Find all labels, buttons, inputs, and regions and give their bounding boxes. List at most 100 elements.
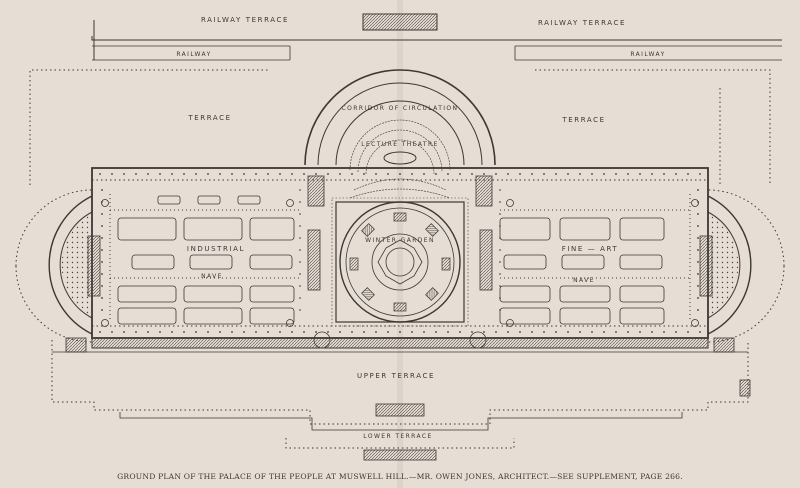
column-dot (499, 297, 501, 299)
column-dot (697, 237, 699, 239)
column-dot (339, 173, 341, 175)
column-dot (495, 331, 497, 333)
column-dot (101, 213, 103, 215)
column-dot (299, 285, 301, 287)
column-dot (101, 285, 103, 287)
column-dot (663, 173, 665, 175)
lecture-theatre-stage (383, 151, 417, 165)
column-dot (697, 213, 699, 215)
column-dot (499, 189, 501, 191)
column-dot (299, 225, 301, 227)
fountain-circle (691, 199, 699, 207)
column-dot (639, 173, 641, 175)
label-terrace-right: TERRACE (561, 116, 605, 124)
column-dot (101, 189, 103, 191)
column-dot (699, 173, 701, 175)
column-dot (697, 249, 699, 251)
label-lower-terrace: LOWER TERRACE (363, 433, 432, 440)
column-dot (603, 173, 605, 175)
column-dot (459, 173, 461, 175)
column-dot (183, 173, 185, 175)
left-apse (48, 195, 93, 335)
column-dot (687, 331, 689, 333)
column-dot (279, 331, 281, 333)
railway-entrance-block (362, 13, 438, 31)
winter-garden-circle (339, 201, 461, 323)
column-dot (299, 297, 301, 299)
column-dot (171, 331, 173, 333)
terrace-right-boundary (535, 69, 771, 185)
label-fine-art: FINE — ART (562, 245, 619, 253)
column-dot (243, 173, 245, 175)
column-dot (459, 331, 461, 333)
column-dot (627, 331, 629, 333)
column-dot (255, 331, 257, 333)
column-dot (207, 331, 209, 333)
column-dot (471, 331, 473, 333)
column-dots (99, 173, 701, 333)
label-terrace-left: TERRACE (187, 114, 231, 122)
column-dot (567, 173, 569, 175)
column-dot (675, 331, 677, 333)
column-dot (147, 331, 149, 333)
column-dot (531, 331, 533, 333)
column-dot (697, 285, 699, 287)
label-industrial-nave: NAVE (201, 273, 223, 280)
plan-lines (15, 13, 785, 461)
column-dot (99, 331, 101, 333)
column-dot (303, 331, 305, 333)
column-dot (423, 331, 425, 333)
column-dot (303, 173, 305, 175)
column-dot (423, 173, 425, 175)
column-dot (99, 173, 101, 175)
column-dot (567, 331, 569, 333)
column-dot (375, 173, 377, 175)
column-dot (299, 237, 301, 239)
column-dot (435, 331, 437, 333)
column-dot (101, 309, 103, 311)
column-dot (195, 331, 197, 333)
column-dot (159, 331, 161, 333)
column-dot (387, 173, 389, 175)
column-dot (111, 331, 113, 333)
column-dot (327, 331, 329, 333)
column-dot (615, 173, 617, 175)
label-upper-terrace: UPPER TERRACE (357, 372, 435, 380)
column-dot (243, 331, 245, 333)
column-dot (123, 331, 125, 333)
column-dot (697, 273, 699, 275)
column-dot (675, 173, 677, 175)
column-dot (495, 173, 497, 175)
column-dot (699, 331, 701, 333)
column-dot (279, 173, 281, 175)
fountain-circle (101, 319, 109, 327)
column-dot (697, 297, 699, 299)
column-dot (291, 331, 293, 333)
label-railway-terrace-left: RAILWAY TERRACE (201, 16, 289, 24)
fountain-circle (506, 319, 514, 327)
column-dot (147, 173, 149, 175)
column-dot (651, 173, 653, 175)
column-dot (299, 309, 301, 311)
column-dot (591, 173, 593, 175)
column-dot (315, 173, 317, 175)
column-dot (531, 173, 533, 175)
column-dot (101, 273, 103, 275)
fountain-circle (286, 199, 294, 207)
column-dot (615, 331, 617, 333)
column-dot (135, 173, 137, 175)
fountain-circle (101, 199, 109, 207)
fine-art-nave-panels (499, 217, 665, 325)
plate-caption: GROUND PLAN OF THE PALACE OF THE PEOPLE … (117, 472, 683, 481)
column-dot (219, 173, 221, 175)
column-dot (507, 331, 509, 333)
label-corridor-of-circulation: CORRIDOR OF CIRCULATION (342, 105, 459, 112)
column-dot (499, 237, 501, 239)
fountain-circle (691, 319, 699, 327)
column-dot (123, 173, 125, 175)
column-dot (499, 273, 501, 275)
lower-terrace-outline (119, 412, 683, 431)
column-dot (471, 173, 473, 175)
column-dot (697, 189, 699, 191)
column-dot (627, 173, 629, 175)
